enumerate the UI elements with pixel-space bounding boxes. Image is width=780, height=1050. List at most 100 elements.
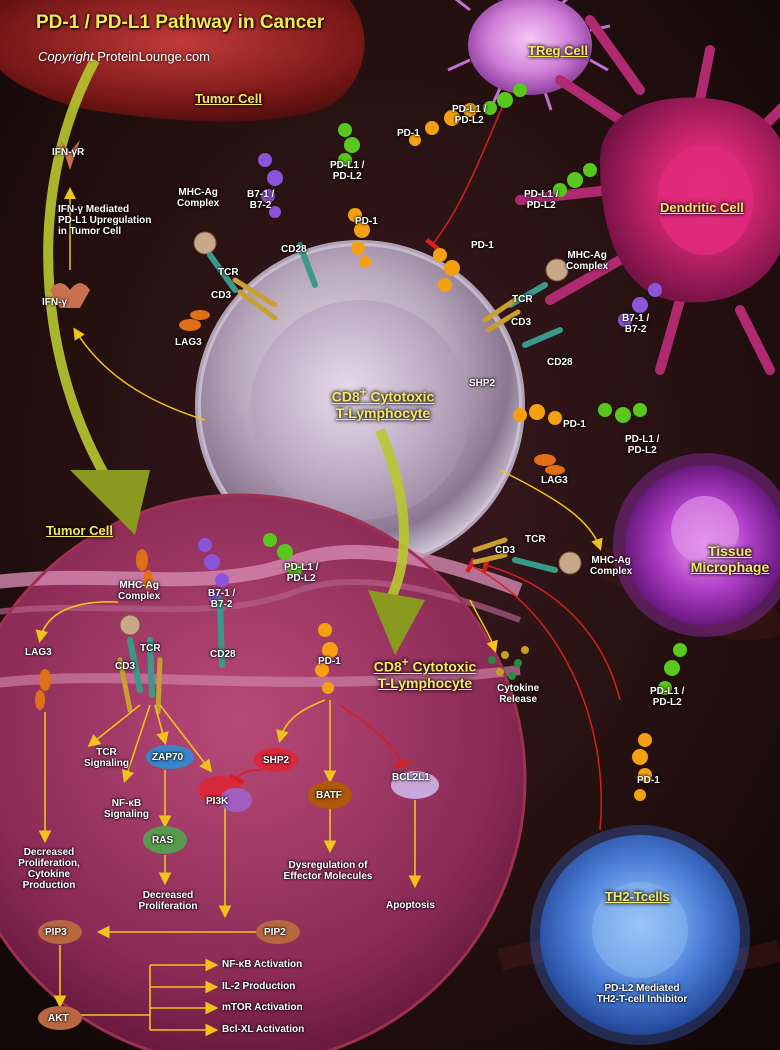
pd1-right-label: PD-1 — [563, 419, 586, 430]
pdl1-top-label: PD-L1 /PD-L2 — [330, 160, 364, 182]
pip3-label: PIP3 — [45, 927, 67, 938]
b7-top-label: B7-1 /B7-2 — [247, 189, 274, 211]
dec-prolif2-2: Proliferation — [138, 901, 198, 912]
tcr-dc-label: TCR — [512, 294, 533, 305]
pdl1-th2-1: PD-L1 / — [650, 686, 685, 697]
inset-cd8-title-sup: + — [401, 656, 409, 669]
cd28-dc-label: CD28 — [547, 357, 573, 368]
tissue-title-a: Tissue — [707, 543, 753, 559]
tcr-top-label: TCR — [218, 267, 239, 278]
cd8-cell-title-b: Cytotoxic — [366, 388, 435, 405]
pdl1-treg-1: PD-L1 / — [452, 104, 487, 115]
inset-cd8-title-c: T-Lymphocyte — [377, 674, 473, 691]
mhc-top-2: Complex — [177, 198, 220, 209]
th2-text-2: TH2-T-cell Inhibitor — [596, 994, 688, 1005]
pdl1-in-2: PD-L2 — [286, 573, 316, 584]
ras-label: RAS — [152, 835, 174, 846]
inset-cd8-title-a: CD8 — [373, 658, 402, 675]
dec-prolif-1: Decreased — [23, 847, 75, 858]
dysreg-1: Dysregulation of — [288, 860, 368, 871]
pd1-th2-label: PD-1 — [637, 775, 660, 786]
nfkb-sig-2: Signaling — [104, 809, 149, 820]
pdl1-th2-2: PD-L2 — [652, 697, 682, 708]
pd1-dc-label: PD-1 — [471, 240, 494, 251]
cd3-right-label: CD3 — [495, 545, 516, 556]
cd28-top-label: CD28 — [281, 244, 307, 255]
pdl1-th2-label: PD-L1 /PD-L2 — [650, 686, 684, 708]
cytokine-1: Cytokine — [497, 683, 540, 694]
il2-production-label: IL-2 Production — [222, 981, 296, 992]
shp2-inset-label: SHP2 — [263, 755, 290, 766]
cd8-cell-title-sup: + — [359, 386, 367, 399]
pdl1-dc-label: PD-L1 /PD-L2 — [524, 189, 558, 211]
shp2-top-label: SHP2 — [469, 378, 496, 389]
mhc-dc-2: Complex — [566, 261, 609, 272]
inset-tumor-cell-title: Tumor Cell — [46, 523, 113, 538]
pdl1-right-2: PD-L2 — [627, 445, 657, 456]
copyright-word: Copyright — [38, 49, 94, 64]
ifng-text-3: in Tumor Cell — [58, 226, 122, 237]
pip2-label: PIP2 — [264, 927, 286, 938]
ifng-text-2: PD-L1 Upregulation — [58, 215, 152, 226]
b7-dc-1: B7-1 / — [622, 313, 650, 324]
dysreg-2: Effector Molecules — [283, 871, 373, 882]
mtor-activation-label: mTOR Activation — [222, 1002, 303, 1013]
b7-top-1: B7-1 / — [247, 189, 275, 200]
th2-cell-title: TH2-Tcells — [605, 889, 670, 904]
treg-cell-title: TReg Cell — [528, 43, 588, 58]
bclxl-activation-label: Bcl-XL Activation — [222, 1024, 305, 1035]
page-title: PD-1 / PD-L1 Pathway in Cancer — [36, 12, 325, 33]
nfkb-activation-label: NF-κB Activation — [222, 959, 303, 970]
pdl1-top-1: PD-L1 / — [330, 160, 365, 171]
lag3-top-label: LAG3 — [175, 337, 202, 348]
dec-prolif-4: Production — [22, 880, 76, 891]
mhc-in-2: Complex — [118, 591, 161, 602]
mhc-right-1: MHC-Ag — [591, 555, 631, 566]
mhc-dc-1: MHC-Ag — [567, 250, 607, 261]
copyright-text: Copyright ProteinLounge.com — [38, 49, 210, 64]
pdl1-in-1: PD-L1 / — [284, 562, 319, 573]
b7-inset-label: B7-1 /B7-2 — [208, 588, 235, 610]
dec-prolif-3: Cytokine — [27, 869, 71, 880]
mhc-right-2: Complex — [590, 566, 633, 577]
mhc-in-1: MHC-Ag — [119, 580, 159, 591]
cd28-inset-label: CD28 — [210, 649, 236, 660]
tcr-inset-label: TCR — [140, 643, 161, 654]
cd3-inset-label: CD3 — [115, 661, 136, 672]
cd3-top-label: CD3 — [211, 290, 232, 301]
pdl1-treg-label: PD-L1 /PD-L2 — [452, 104, 486, 126]
pd1-top-label: PD-1 — [355, 216, 378, 227]
cd8-cell-title-a: CD8 — [331, 388, 360, 405]
ifng-label: IFN-γ — [42, 297, 67, 308]
copyright-site: ProteinLounge.com — [97, 49, 211, 64]
pdl1-treg-2: PD-L2 — [454, 115, 484, 126]
dec-prolif-2: Proliferation, — [18, 858, 80, 869]
inset-cd8-title-b: Cytotoxic — [408, 658, 477, 675]
b7-dc-label: B7-1 /B7-2 — [622, 313, 649, 335]
tcr-sig-1: TCR — [96, 747, 117, 758]
cd8-cell-title-c: T-Lymphocyte — [335, 404, 431, 421]
b7-in-2: B7-2 — [210, 599, 233, 610]
cd3-dc-label: CD3 — [511, 317, 532, 328]
batf-label: BATF — [316, 790, 342, 801]
tumor-cell-title: Tumor Cell — [195, 91, 262, 106]
pdl1-right-label: PD-L1 /PD-L2 — [625, 434, 659, 456]
ifng-text-1: IFN-γ Mediated — [58, 204, 130, 215]
b7-dc-2: B7-2 — [624, 324, 647, 335]
pi3k-label: PI3K — [206, 796, 229, 807]
tcr-sig-2: Signaling — [84, 758, 129, 769]
apoptosis-label: Apoptosis — [386, 900, 435, 911]
